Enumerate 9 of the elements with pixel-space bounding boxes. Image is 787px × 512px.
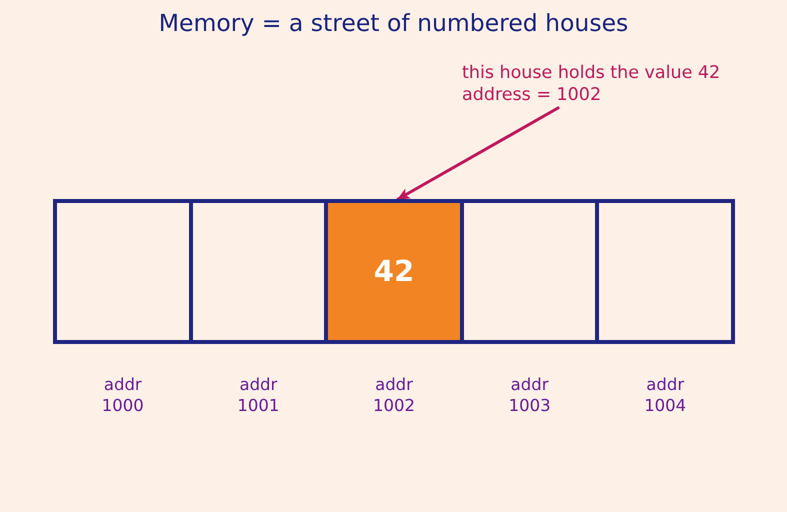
diagram-title: Memory = a street of numbered houses: [158, 9, 630, 38]
cell-value: 42: [374, 256, 414, 288]
arrow: [396, 106, 560, 200]
address-label: addr 1004: [643, 374, 688, 416]
address-label: addr 1002: [372, 374, 416, 416]
address-label: addr 1003: [508, 374, 552, 416]
annotation-text: this house holds the value 42 address = 1002: [462, 62, 762, 108]
address-label: addr 1000: [100, 374, 145, 416]
address-label: addr 1001: [236, 374, 280, 416]
